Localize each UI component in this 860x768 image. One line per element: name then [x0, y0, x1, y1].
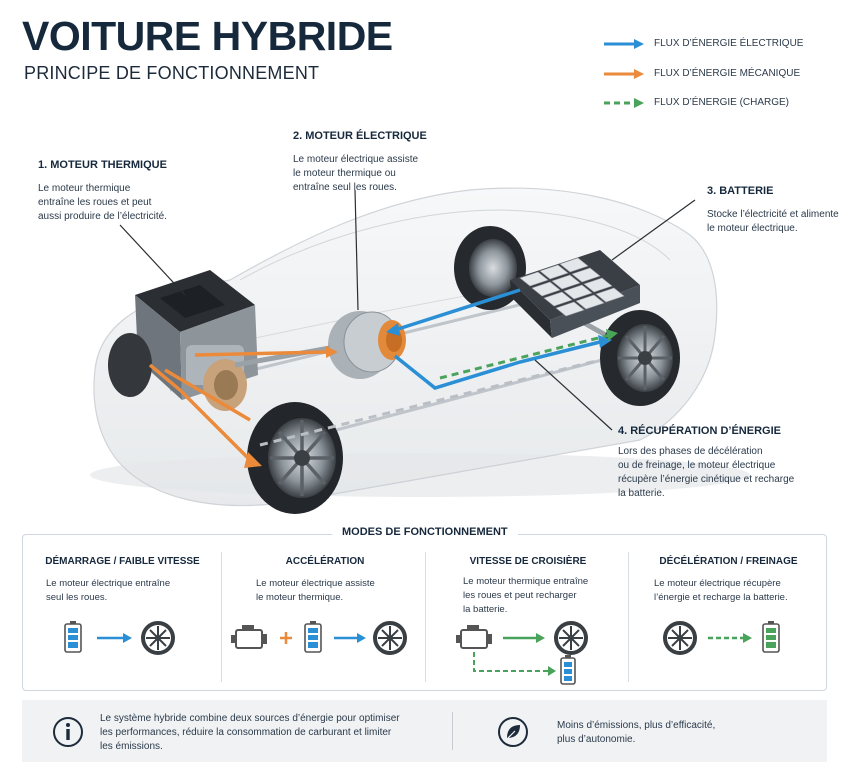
mode-text-line: Le moteur électrique récupère — [654, 578, 781, 589]
battery-icon — [762, 621, 780, 653]
battery-icon — [304, 621, 322, 653]
engine-icon — [456, 625, 492, 649]
wheel-icon — [554, 621, 588, 655]
callout-electric-motor-line: le moteur thermique ou — [293, 168, 396, 179]
mode-text-line: l’énergie et recharge la batterie. — [654, 592, 788, 603]
callout-engine: 1. MOTEUR THERMIQUE Le moteur thermique … — [38, 159, 238, 224]
callout-engine-line: Le moteur thermique — [38, 183, 131, 194]
mode-braking: DÉCÉLÉRATION / FREINAGE Le moteur électr… — [636, 556, 821, 686]
arrow-icon — [97, 633, 132, 643]
callout-recovery-text: Lors des phases de décélération ou de fr… — [618, 445, 848, 501]
wheel-icon — [141, 621, 175, 655]
footer-eco-line: Moins d’émissions, plus d’efficacité, — [557, 720, 716, 731]
mode-text-line: les roues et peut recharger — [463, 590, 577, 601]
callout-electric-motor-line: entraîne seul les roues. — [293, 182, 397, 193]
mode-low-speed: DÉMARRAGE / FAIBLE VITESSE Le moteur éle… — [30, 556, 215, 686]
legend-electric-label: FLUX D’ÉNERGIE ÉLECTRIQUE — [654, 38, 804, 49]
mode-braking-diagram — [663, 621, 780, 655]
rear-right-wheel — [600, 310, 680, 406]
mode-low-speed-title: DÉMARRAGE / FAIBLE VITESSE — [45, 556, 200, 567]
battery-icon — [64, 621, 82, 653]
charge-arrow-icon — [473, 652, 556, 676]
mode-low-speed-text: Le moteur électrique entraîne seul les r… — [30, 577, 215, 605]
footer-info-line: les émissions. — [100, 741, 163, 752]
mode-cruising-diagram — [456, 621, 588, 685]
callout-electric-motor: 2. MOTEUR ÉLECTRIQUE Le moteur électriqu… — [293, 130, 493, 195]
callout-battery-line: le moteur électrique. — [707, 223, 798, 234]
legend-charge-label: FLUX D’ÉNERGIE (CHARGE) — [654, 97, 790, 108]
footer-info-line: les performances, réduire la consommatio… — [100, 727, 392, 738]
mode-text-line: Le moteur électrique entraîne — [46, 578, 171, 589]
footer-divider — [452, 712, 453, 750]
battery-pack — [510, 250, 640, 338]
callout-recovery-line: la batterie. — [618, 488, 665, 499]
mode-text-line: la batterie. — [463, 604, 508, 615]
mode-acceleration: ACCÉLÉRATION Le moteur électrique assist… — [230, 556, 420, 686]
mode-acceleration-title: ACCÉLÉRATION — [285, 556, 365, 567]
legend-mechanical-label: FLUX D’ÉNERGIE MÉCANIQUE — [654, 68, 801, 79]
modes-divider — [628, 552, 629, 682]
wheel-icon — [663, 621, 697, 655]
charge-arrow-icon — [708, 633, 752, 643]
footer-eco-text: Moins d’émissions, plus d’efficacité, pl… — [557, 719, 807, 747]
callout-recovery-line: Lors des phases de décélération — [618, 446, 763, 457]
mode-acceleration-text: Le moteur électrique assiste le moteur t… — [230, 577, 420, 605]
mode-cruising-title: VITESSE DE CROISIÈRE — [469, 556, 587, 567]
arrow-icon — [334, 633, 366, 643]
arrow-icon — [503, 633, 545, 643]
rear-left-wheel — [454, 226, 526, 310]
electric-arrow-icon — [604, 38, 644, 49]
legend-electric: FLUX D’ÉNERGIE ÉLECTRIQUE — [604, 38, 803, 49]
legend-mechanical: FLUX D’ÉNERGIE MÉCANIQUE — [604, 68, 800, 79]
leaf-icon — [498, 717, 528, 747]
footer-bar — [22, 700, 827, 762]
mode-low-speed-diagram — [64, 621, 175, 655]
page-subtitle: PRINCIPE DE FONCTIONNEMENT — [24, 63, 320, 83]
mode-braking-title: DÉCÉLÉRATION / FREINAGE — [659, 556, 798, 567]
callout-electric-motor-text: Le moteur électrique assiste le moteur t… — [293, 153, 493, 195]
mode-text-line: le moteur thermique. — [256, 592, 344, 603]
mode-acceleration-diagram — [231, 621, 407, 655]
mode-text-line: Le moteur thermique entraîne — [463, 576, 589, 587]
modes-title: MODES DE FONCTIONNEMENT — [332, 526, 518, 538]
mechanical-arrow-icon — [604, 68, 644, 79]
callout-engine-text: Le moteur thermique entraîne les roues e… — [38, 182, 238, 224]
callout-electric-motor-line: Le moteur électrique assiste — [293, 154, 419, 165]
legend-charge: FLUX D’ÉNERGIE (CHARGE) — [604, 97, 789, 108]
charge-arrow-icon — [604, 97, 644, 108]
combustion-engine — [135, 270, 258, 411]
footer-info-text: Le système hybride combine deux sources … — [100, 712, 440, 754]
callout-recovery-line: ou de freinage, le moteur électrique — [618, 460, 776, 471]
battery-icon — [560, 655, 576, 685]
callout-engine-line: aussi produire de l’électricité. — [38, 211, 167, 222]
hybrid-car-illustration — [90, 187, 750, 514]
wheel-icon — [373, 621, 407, 655]
modes-divider — [425, 552, 426, 682]
modes-divider — [221, 552, 222, 682]
mode-braking-text: Le moteur électrique récupère l’énergie … — [636, 577, 821, 605]
mode-text-line: seul les roues. — [46, 592, 108, 603]
callout-battery-text: Stocke l’électricité et alimente le mote… — [707, 208, 857, 236]
page-title: VOITURE HYBRIDE — [22, 13, 393, 59]
callout-engine-title: 1. MOTEUR THERMIQUE — [38, 159, 167, 171]
electric-motor — [328, 311, 406, 379]
callout-electric-motor-title: 2. MOTEUR ÉLECTRIQUE — [293, 130, 427, 142]
front-right-wheel — [247, 402, 343, 514]
mode-text-line: Le moteur électrique assiste — [256, 578, 375, 589]
callout-battery-title: 3. BATTERIE — [707, 185, 774, 197]
footer-eco-line: plus d’autonomie. — [557, 734, 636, 745]
callout-recovery-title: 4. RÉCUPÉRATION D’ÉNERGIE — [618, 425, 781, 437]
mode-cruising: VITESSE DE CROISIÈRE Le moteur thermique… — [433, 556, 623, 686]
callout-battery-line: Stocke l’électricité et alimente — [707, 209, 839, 220]
callout-recovery: 4. RÉCUPÉRATION D’ÉNERGIE Lors des phase… — [618, 425, 848, 501]
mode-cruising-text: Le moteur thermique entraîne les roues e… — [433, 575, 623, 617]
engine-icon — [231, 625, 267, 649]
callout-engine-line: entraîne les roues et peut — [38, 197, 152, 208]
plus-icon — [280, 632, 292, 644]
footer-info-line: Le système hybride combine deux sources … — [100, 713, 400, 724]
callout-battery: 3. BATTERIE Stocke l’électricité et alim… — [707, 185, 857, 236]
info-icon — [53, 717, 83, 747]
callout-recovery-line: récupère l’énergie cinétique et recharge — [618, 474, 795, 485]
